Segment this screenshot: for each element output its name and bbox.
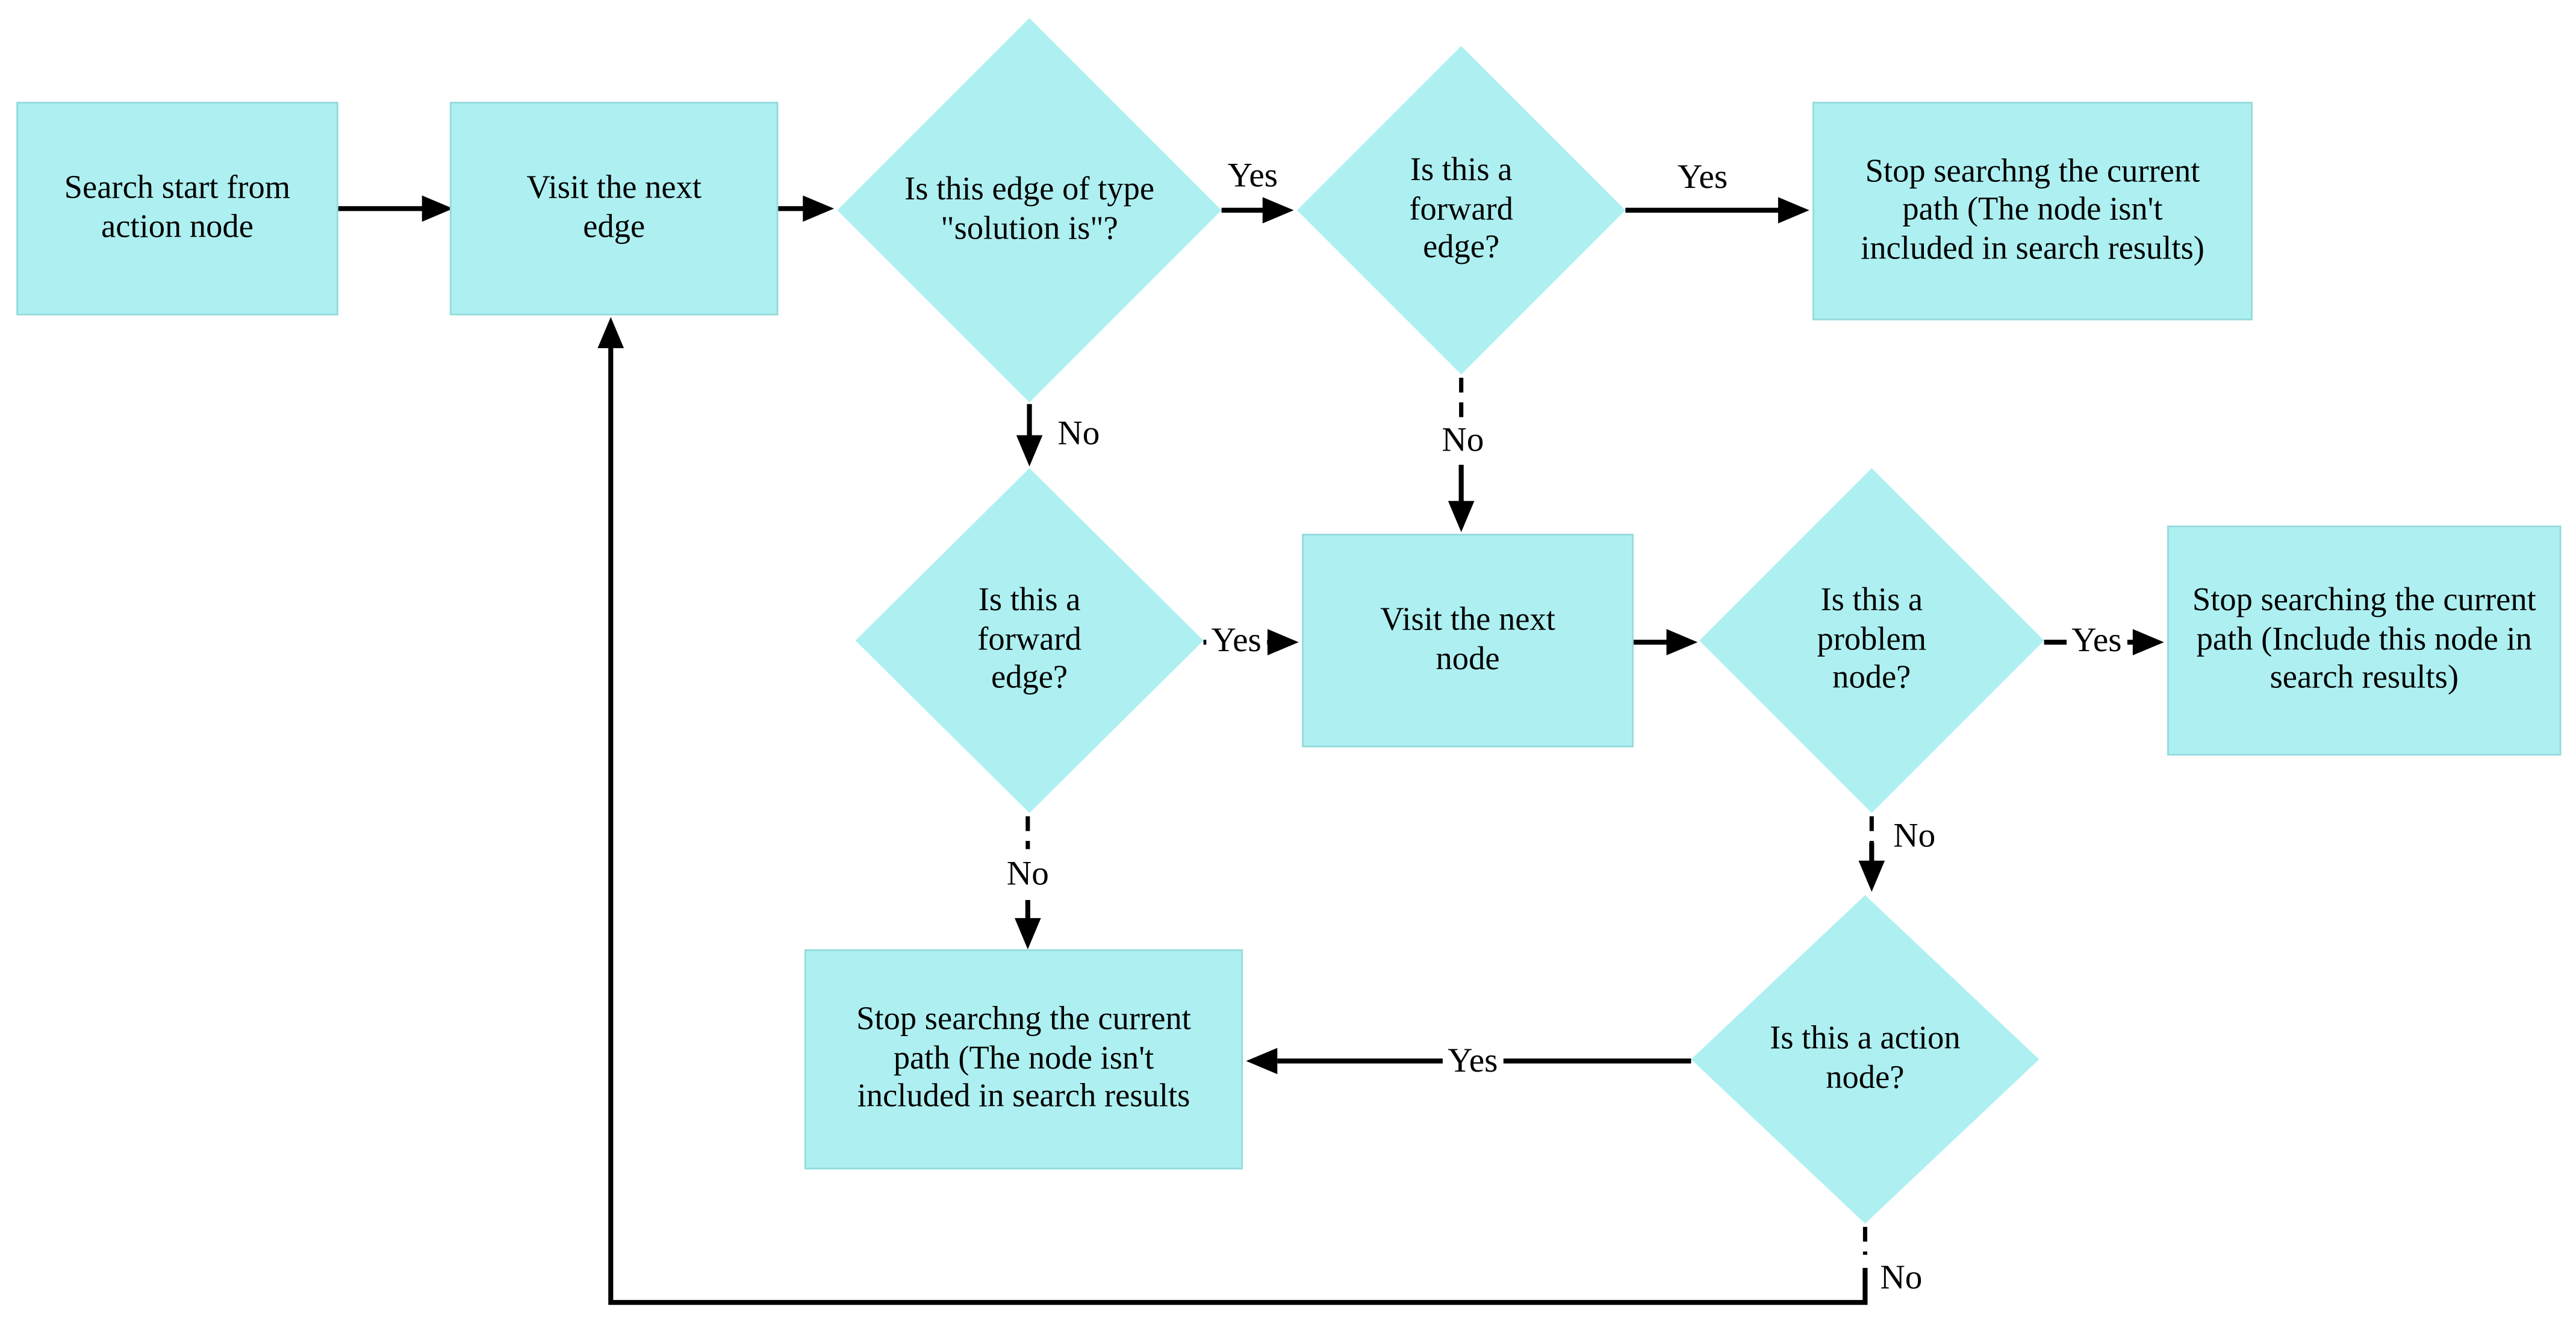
node-action-node-label: Is this a action node? xyxy=(1770,1020,1961,1096)
edge-label-yes-action: Yes xyxy=(1442,1043,1503,1079)
node-problem-node-label: Is this a problem node? xyxy=(1817,582,1927,696)
node-problem-node-decision: Is this a problem node? xyxy=(1699,468,2044,813)
node-start-label: Search start from action node xyxy=(64,169,291,245)
edge-label-yes-forward-top: Yes xyxy=(1677,157,1728,196)
node-stop-included-label: Stop searching the current path (Include… xyxy=(2192,582,2536,696)
edge-label-no-solution: No xyxy=(1057,413,1100,453)
node-forward-edge-top-label: Is this a forward edge? xyxy=(1409,152,1513,266)
edge-label-yes-solution: Yes xyxy=(1227,155,1278,195)
arrowhead-forward-mid-no xyxy=(1015,918,1041,949)
node-visit-node: Visit the next node xyxy=(1302,534,1634,748)
arrowhead-solution-no xyxy=(1016,435,1043,467)
node-stop-excluded-top: Stop searchng the current path (The node… xyxy=(1812,102,2253,320)
arrowhead-forward-mid-yes xyxy=(1267,629,1299,655)
arrowhead-forward-top-no xyxy=(1448,501,1475,532)
arrowhead-forward-top-yes xyxy=(1778,197,1809,223)
arrowhead-action-yes xyxy=(1246,1048,1278,1075)
edge-action-no-feedback xyxy=(608,346,1868,1305)
node-solution-edge-label: Is this edge of type "solution is"? xyxy=(904,171,1155,246)
edge-label-yes-forward-mid: Yes xyxy=(1206,622,1266,658)
node-solution-edge-decision: Is this edge of type "solution is"? xyxy=(837,17,1222,403)
edge-label-no-action: No xyxy=(1880,1257,1923,1297)
node-stop-excluded-bottom-label: Stop searchng the current path (The node… xyxy=(856,1001,1191,1115)
arrowhead-problem-yes xyxy=(2132,629,2164,655)
arrowhead-start-to-visit-edge xyxy=(422,195,453,222)
edge-label-no-problem: No xyxy=(1893,815,1936,855)
arrowhead-visit-node-to-problem xyxy=(1666,629,1698,655)
arrowhead-visit-edge-to-solution xyxy=(803,195,835,222)
node-forward-edge-mid-label: Is this a forward edge? xyxy=(977,582,1081,696)
node-visit-edge: Visit the next edge xyxy=(450,102,779,316)
node-stop-included: Stop searching the current path (Include… xyxy=(2167,525,2562,756)
node-stop-excluded-bottom: Stop searchng the current path (The node… xyxy=(804,949,1243,1170)
node-visit-edge-label: Visit the next edge xyxy=(526,169,702,245)
node-start: Search start from action node xyxy=(16,102,338,316)
node-forward-edge-decision-mid: Is this a forward edge? xyxy=(855,468,1204,813)
arrowhead-problem-no xyxy=(1858,860,1885,892)
edge-label-no-forward-top: No xyxy=(1442,419,1484,460)
node-stop-excluded-top-label: Stop searchng the current path (The node… xyxy=(1861,152,2204,267)
arrowhead-solution-yes xyxy=(1262,197,1294,223)
arrowhead-feedback-to-visit-edge xyxy=(597,317,624,349)
node-action-node-decision: Is this a action node? xyxy=(1691,895,2039,1224)
edge-label-yes-problem: Yes xyxy=(2067,622,2127,658)
edge-label-no-forward-mid: No xyxy=(1006,853,1049,893)
node-forward-edge-decision-top: Is this a forward edge? xyxy=(1297,46,1626,375)
node-visit-node-label: Visit the next node xyxy=(1380,602,1555,677)
